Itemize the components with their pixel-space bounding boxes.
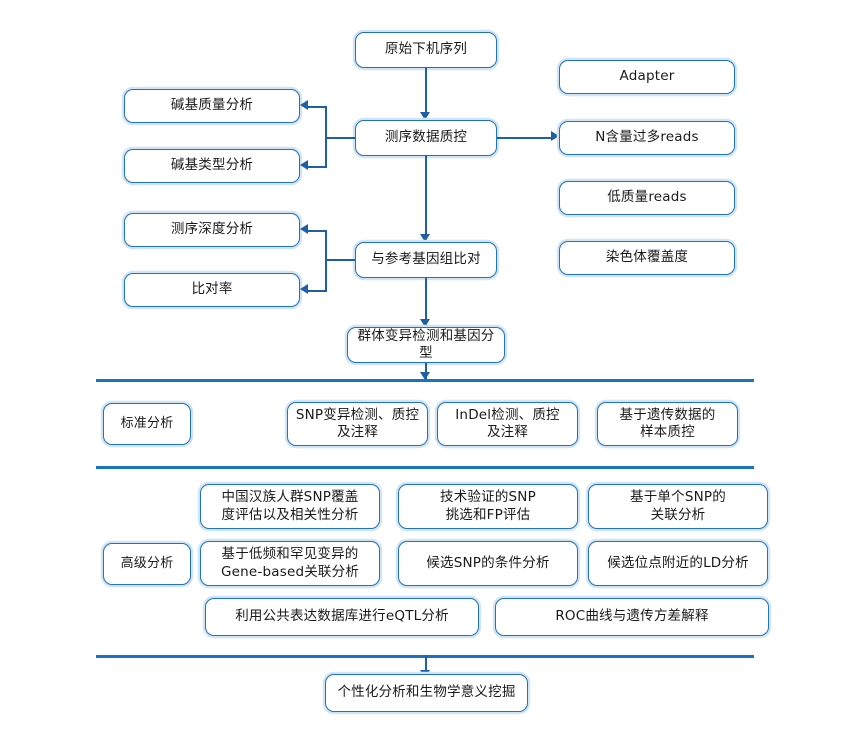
arrowhead-align-to-rate — [300, 284, 308, 294]
node-align-reference[interactable]: 与参考基因组比对 — [355, 242, 497, 278]
arrowhead-qc-to-align — [420, 234, 430, 242]
node-n-reads[interactable]: N含量过多reads — [559, 121, 735, 155]
node-chromosome-coverage[interactable]: 染色体覆盖度 — [559, 241, 735, 275]
node-conditional-analysis[interactable]: 候选SNP的条件分析 — [398, 541, 578, 586]
node-n-reads-label: N含量过多reads — [595, 129, 699, 146]
node-single-snp-association[interactable]: 基于单个SNP的 关联分析 — [588, 484, 768, 529]
node-snp-detection-label: SNP变异检测、质控 及注释 — [295, 406, 420, 440]
connector-align-to-variant — [425, 278, 427, 325]
node-ld-analysis[interactable]: 候选位点附近的LD分析 — [588, 541, 768, 586]
node-base-type-label: 碱基类型分析 — [170, 157, 254, 174]
arrowhead-raw-to-qc — [420, 112, 430, 120]
node-conditional-analysis-label: 候选SNP的条件分析 — [426, 554, 550, 571]
connector-align-to-rate — [308, 290, 327, 292]
node-eqtl-analysis[interactable]: 利用公共表达数据库进行eQTL分析 — [205, 598, 479, 636]
node-sequencing-depth-label: 测序深度分析 — [170, 221, 254, 238]
arrowhead-qc-to-base-quality — [300, 100, 308, 110]
connector-qc-left-bus — [325, 106, 327, 168]
divider-standard-analysis — [96, 379, 754, 382]
node-indel-detection-label: InDel检测、质控 及注释 — [455, 406, 560, 440]
connector-qc-to-n-reads — [497, 137, 555, 139]
node-standard-analysis-label-box[interactable]: 标准分析 — [103, 403, 191, 445]
node-roc-curve[interactable]: ROC曲线与遗传方差解释 — [495, 598, 769, 636]
node-advanced-analysis-label: 高级分析 — [120, 555, 174, 571]
arrowhead-align-to-depth — [300, 224, 308, 234]
arrowhead-align-to-variant — [420, 319, 430, 327]
node-variant-calling-label: 群体变异检测和基因分型 — [357, 327, 495, 361]
node-alignment-rate-label: 比对率 — [191, 281, 233, 298]
connector-qc-left-stem — [325, 137, 355, 139]
node-ld-analysis-label: 候选位点附近的LD分析 — [607, 554, 749, 571]
connector-divider-to-personalized — [425, 655, 427, 677]
node-han-snp-coverage[interactable]: 中国汉族人群SNP覆盖 度评估以及相关性分析 — [200, 484, 380, 529]
arrowhead-qc-to-n-reads — [551, 131, 559, 141]
node-genetic-sample-qc-label: 基于遗传数据的 样本质控 — [619, 406, 716, 440]
node-variant-calling[interactable]: 群体变异检测和基因分型 — [347, 327, 505, 363]
node-personalized-analysis-label: 个性化分析和生物学意义挖掘 — [337, 684, 516, 701]
node-adapter[interactable]: Adapter — [559, 60, 735, 94]
node-chromosome-coverage-label: 染色体覆盖度 — [605, 249, 689, 266]
node-raw-reads[interactable]: 原始下机序列 — [355, 32, 497, 68]
node-gene-based-association[interactable]: 基于低频和罕见变异的 Gene-based关联分析 — [200, 541, 380, 586]
connector-variant-to-divider — [425, 363, 427, 379]
connector-qc-to-base-type — [308, 166, 327, 168]
node-qc[interactable]: 测序数据质控 — [355, 120, 497, 156]
node-indel-detection[interactable]: InDel检测、质控 及注释 — [437, 402, 578, 446]
node-eqtl-analysis-label: 利用公共表达数据库进行eQTL分析 — [235, 608, 449, 625]
node-standard-analysis-label: 标准分析 — [120, 415, 174, 431]
node-base-type[interactable]: 碱基类型分析 — [124, 149, 300, 183]
connector-qc-to-align — [425, 156, 427, 240]
connector-qc-to-base-quality — [308, 106, 327, 108]
connector-align-left-bus — [325, 230, 327, 290]
connector-align-left-stem — [325, 259, 355, 261]
node-personalized-analysis[interactable]: 个性化分析和生物学意义挖掘 — [325, 674, 528, 712]
node-qc-label: 测序数据质控 — [384, 129, 468, 146]
arrowhead-qc-to-base-type — [300, 160, 308, 170]
node-han-snp-coverage-label: 中国汉族人群SNP覆盖 度评估以及相关性分析 — [221, 489, 359, 523]
node-base-quality-label: 碱基质量分析 — [170, 97, 254, 114]
node-base-quality[interactable]: 碱基质量分析 — [124, 89, 300, 123]
node-genetic-sample-qc[interactable]: 基于遗传数据的 样本质控 — [597, 402, 738, 446]
connector-raw-to-qc — [425, 68, 427, 114]
divider-advanced-analysis — [96, 466, 754, 469]
arrowhead-variant-to-divider — [420, 372, 430, 380]
node-adapter-label: Adapter — [619, 68, 675, 85]
node-low-quality-reads-label: 低质量reads — [607, 189, 687, 206]
node-align-reference-label: 与参考基因组比对 — [371, 251, 481, 268]
node-gene-based-association-label: 基于低频和罕见变异的 Gene-based关联分析 — [220, 546, 360, 580]
node-sequencing-depth[interactable]: 测序深度分析 — [124, 213, 300, 247]
node-single-snp-association-label: 基于单个SNP的 关联分析 — [630, 489, 726, 523]
node-low-quality-reads[interactable]: 低质量reads — [559, 181, 735, 215]
connector-align-to-depth — [308, 230, 327, 232]
node-tech-validated-snp[interactable]: 技术验证的SNP 挑选和FP评估 — [398, 484, 578, 529]
node-raw-reads-label: 原始下机序列 — [384, 41, 468, 58]
node-roc-curve-label: ROC曲线与遗传方差解释 — [555, 608, 709, 625]
node-alignment-rate[interactable]: 比对率 — [124, 273, 300, 307]
node-advanced-analysis-label-box[interactable]: 高级分析 — [103, 543, 191, 585]
node-tech-validated-snp-label: 技术验证的SNP 挑选和FP评估 — [440, 489, 536, 523]
node-snp-detection[interactable]: SNP变异检测、质控 及注释 — [287, 402, 428, 446]
